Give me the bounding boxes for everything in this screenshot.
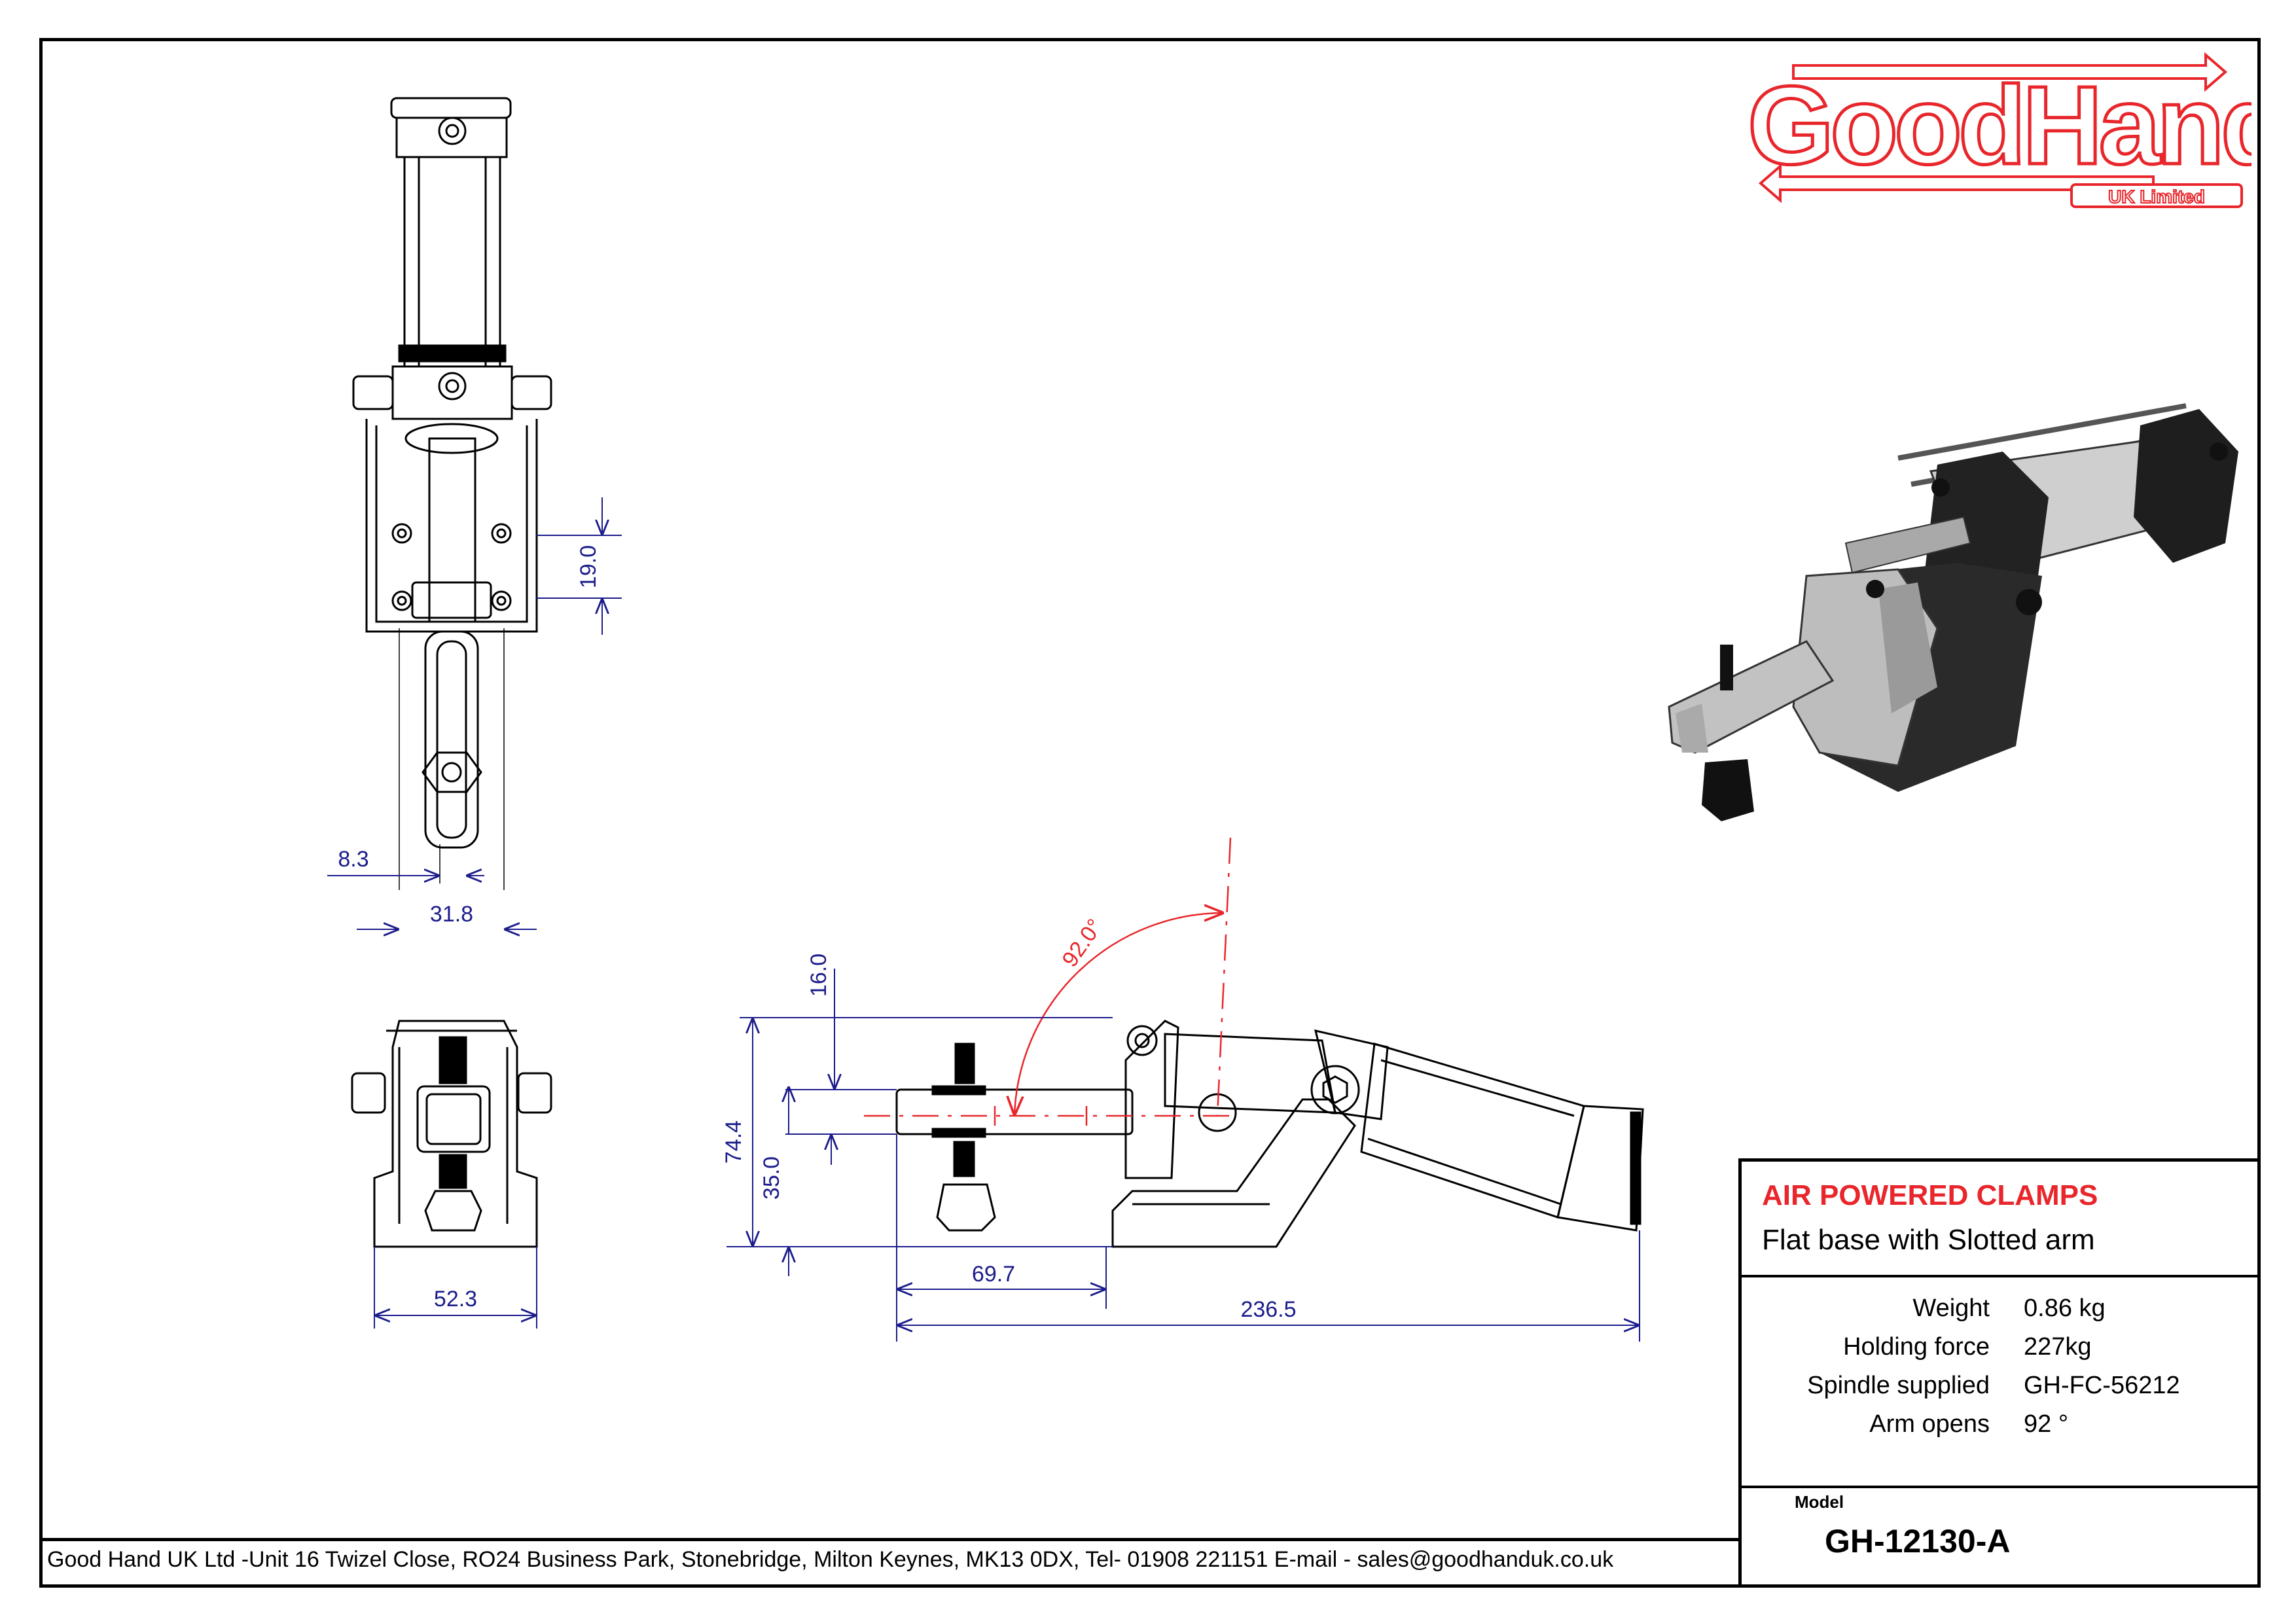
title-block-divider-1 bbox=[1738, 1275, 2261, 1277]
side-view-spindle-thread bbox=[954, 1043, 975, 1084]
front-view-spindle-tip bbox=[424, 1190, 482, 1232]
dim-total-length: 236.5 bbox=[1240, 1297, 1296, 1322]
dim-total-height: 74.4 bbox=[721, 1120, 746, 1164]
spec-value-weight: 0.86 kg bbox=[2024, 1294, 2106, 1322]
goodhand-logo: GoodHand UK Limited bbox=[1746, 52, 2251, 208]
spindle-nut bbox=[422, 751, 482, 793]
product-category-title: AIR POWERED CLAMPS bbox=[1762, 1179, 2098, 1211]
footer-company-address: Good Hand UK Ltd -Unit 16 Twizel Close, … bbox=[47, 1547, 1614, 1572]
spec-value-holding-force: 227kg bbox=[2024, 1333, 2092, 1361]
dim-front-width: 52.3 bbox=[434, 1287, 477, 1311]
logo-subtitle: UK Limited bbox=[2108, 187, 2205, 207]
title-block bbox=[1738, 1158, 2261, 1588]
logo-wordmark: GoodHand bbox=[1748, 63, 2251, 188]
footer-divider bbox=[39, 1538, 1741, 1541]
side-view bbox=[895, 1020, 1644, 1248]
side-view-spindle-tip bbox=[936, 1183, 996, 1232]
cylinder-end-cap bbox=[390, 97, 512, 119]
front-view-dimensions bbox=[374, 1247, 537, 1329]
side-view-cylinder bbox=[1360, 1043, 1585, 1219]
spec-label-holding-force: Holding force bbox=[1843, 1333, 1990, 1361]
dim-arm-clearance: 16.0 bbox=[806, 954, 831, 997]
drawing-frame bbox=[39, 38, 2261, 1588]
dim-slot-offset: 8.3 bbox=[338, 847, 368, 872]
top-view-dimensions bbox=[327, 497, 622, 929]
top-view bbox=[352, 97, 552, 890]
spec-label-spindle: Spindle supplied bbox=[1807, 1372, 1990, 1399]
title-block-divider-2 bbox=[1738, 1486, 2261, 1488]
piston-rod bbox=[428, 437, 476, 623]
air-port-top bbox=[438, 116, 467, 145]
side-view-base bbox=[1111, 1098, 1356, 1248]
model-label: Model bbox=[1795, 1492, 1844, 1512]
front-view-linkage bbox=[416, 1085, 491, 1153]
arm-open-angle bbox=[864, 837, 1232, 1126]
isometric-product-view bbox=[1668, 403, 2238, 821]
side-view-pivot bbox=[1310, 1065, 1360, 1115]
spec-value-spindle: GH-FC-56212 bbox=[2024, 1372, 2180, 1399]
model-number: GH-12130-A bbox=[1825, 1523, 2011, 1560]
dim-hole-spacing: 19.0 bbox=[576, 545, 601, 588]
side-view-link bbox=[1124, 1020, 1179, 1179]
slotted-arm bbox=[424, 630, 479, 849]
product-subtitle: Flat base with Slotted arm bbox=[1762, 1224, 2095, 1256]
front-view bbox=[351, 1020, 552, 1248]
logo-arrow-right bbox=[1792, 52, 2228, 92]
spec-label-arm-opens: Arm opens bbox=[1869, 1410, 1990, 1438]
spec-value-arm-opens: 92 ° bbox=[2024, 1410, 2069, 1438]
dim-arm-length: 69.7 bbox=[972, 1262, 1015, 1287]
spec-label-weight: Weight bbox=[1912, 1294, 1990, 1322]
dim-arm-open-angle: 92.0° bbox=[1057, 914, 1107, 971]
dim-top-width: 31.8 bbox=[430, 902, 473, 927]
logo-arrow-left bbox=[1758, 163, 2155, 204]
side-view-dimensions bbox=[726, 969, 1640, 1342]
dim-arm-height: 35.0 bbox=[759, 1156, 784, 1200]
